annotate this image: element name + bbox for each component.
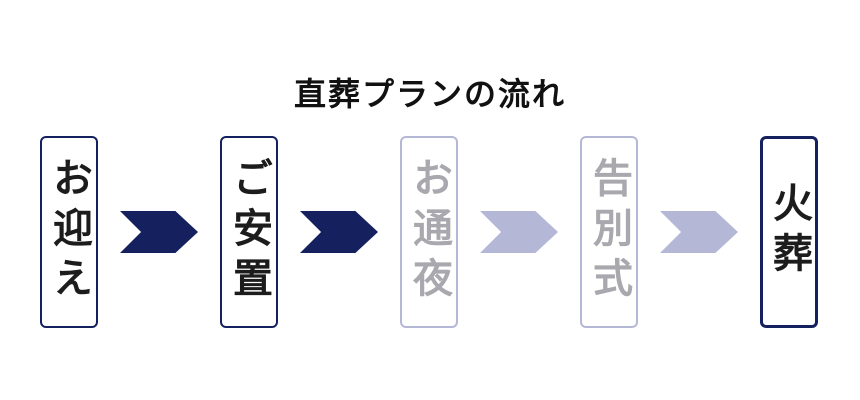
arrow-right-icon [660,211,738,253]
step-farewell-ceremony-label: 告別式 [587,157,632,307]
flow-row: お迎え ご安置 お通夜 告別式 火葬 [40,136,818,328]
step-farewell-ceremony: 告別式 [580,136,638,328]
step-wake-label: お通夜 [407,157,452,307]
step-pickup: お迎え [40,136,98,328]
step-safekeeping: ご安置 [220,136,278,328]
step-cremation: 火葬 [760,136,818,328]
step-pickup-label: お迎え [47,157,92,307]
arrow-right-icon [480,211,558,253]
step-wake: お通夜 [400,136,458,328]
step-safekeeping-label: ご安置 [227,157,272,307]
page-title: 直葬プランの流れ [293,76,566,113]
step-cremation-label: 火葬 [767,182,812,282]
arrow-right-icon [120,211,198,253]
arrow-right-icon [300,211,378,253]
